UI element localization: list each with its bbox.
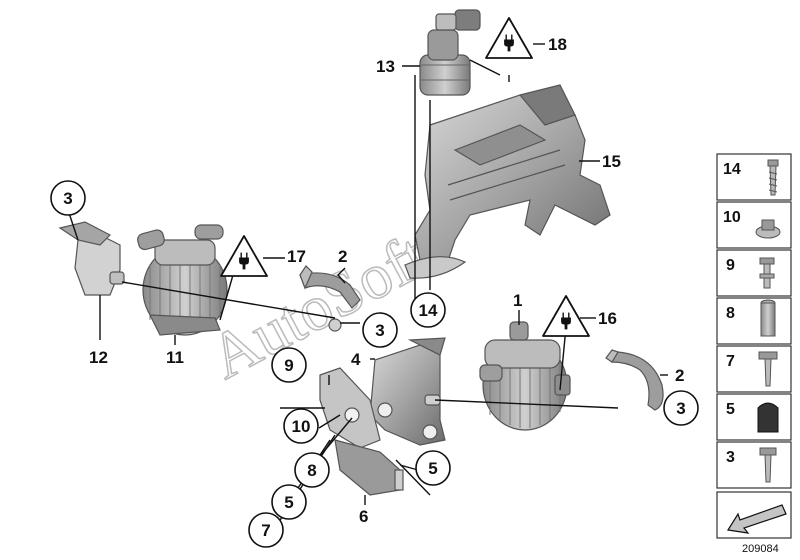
panel-item-9[interactable]: 9 (716, 249, 792, 297)
callout-13[interactable]: 13 (376, 57, 395, 76)
svg-text:3: 3 (375, 321, 384, 340)
callout-2a[interactable]: 2 (338, 247, 347, 266)
warning-18-icon (485, 17, 533, 59)
bracket-12-part[interactable] (58, 221, 125, 296)
callout-5a[interactable]: 5 (271, 484, 307, 520)
callout-2b[interactable]: 2 (675, 366, 684, 385)
svg-text:9: 9 (726, 257, 735, 274)
callout-14[interactable]: 14 (410, 292, 446, 328)
callout-17[interactable]: 17 (287, 247, 306, 266)
pump-13-part[interactable] (419, 9, 481, 96)
svg-text:5: 5 (428, 459, 437, 478)
svg-text:10: 10 (723, 209, 741, 226)
svg-text:3: 3 (726, 449, 735, 466)
callout-1[interactable]: 1 (513, 291, 522, 310)
callout-3c[interactable]: 3 (663, 390, 699, 426)
callout-3a[interactable]: 3 (50, 180, 86, 216)
svg-text:8: 8 (307, 461, 316, 480)
callout-8[interactable]: 8 (294, 452, 330, 488)
clip-2a-part[interactable] (299, 265, 361, 332)
leader-lines (67, 43, 668, 529)
svg-text:8: 8 (726, 305, 735, 322)
svg-text:3: 3 (63, 189, 72, 208)
callout-5b[interactable]: 5 (415, 450, 451, 486)
warning-17-icon (220, 235, 268, 277)
svg-text:5: 5 (726, 401, 735, 418)
svg-text:3: 3 (676, 399, 685, 418)
callout-18[interactable]: 18 (548, 35, 567, 54)
side-panel: 14 10 9 8 7 (716, 153, 792, 539)
pump-11-part[interactable] (136, 224, 228, 336)
callout-11[interactable]: 11 (166, 348, 184, 367)
pump-1-part[interactable] (479, 321, 571, 431)
svg-text:14: 14 (723, 161, 741, 178)
diagram-reference-number: 209084 (742, 543, 779, 555)
svg-text:14: 14 (419, 301, 438, 320)
callout-10[interactable]: 10 (283, 408, 319, 444)
callout-9[interactable]: 9 (271, 347, 307, 383)
callout-4[interactable]: 4 (351, 350, 361, 369)
panel-item-8[interactable]: 8 (716, 297, 792, 345)
panel-item-5[interactable]: 5 (716, 393, 792, 441)
callout-12[interactable]: 12 (89, 348, 108, 367)
panel-item-7[interactable]: 7 (716, 345, 792, 393)
svg-text:7: 7 (261, 521, 270, 540)
svg-text:7: 7 (726, 353, 735, 370)
svg-text:9: 9 (284, 356, 293, 375)
bracket-8-part[interactable] (319, 367, 381, 449)
callout-16[interactable]: 16 (598, 309, 617, 328)
callout-6[interactable]: 6 (359, 507, 368, 526)
svg-text:10: 10 (292, 417, 311, 436)
next-page-arrow-icon[interactable] (716, 491, 792, 539)
callout-15[interactable]: 15 (602, 152, 621, 171)
bracket-15-part[interactable] (404, 84, 611, 279)
callout-7[interactable]: 7 (248, 512, 284, 548)
callout-3b[interactable]: 3 (362, 312, 398, 348)
clip-2b-part[interactable] (605, 349, 664, 411)
panel-item-10[interactable]: 10 (716, 201, 792, 249)
warning-16-icon (542, 295, 590, 337)
bracket-6-part[interactable] (334, 439, 404, 496)
bracket-4-part[interactable] (369, 337, 446, 446)
svg-text:5: 5 (284, 493, 293, 512)
panel-item-3[interactable]: 3 (716, 441, 792, 489)
panel-item-14[interactable]: 14 (716, 153, 792, 201)
